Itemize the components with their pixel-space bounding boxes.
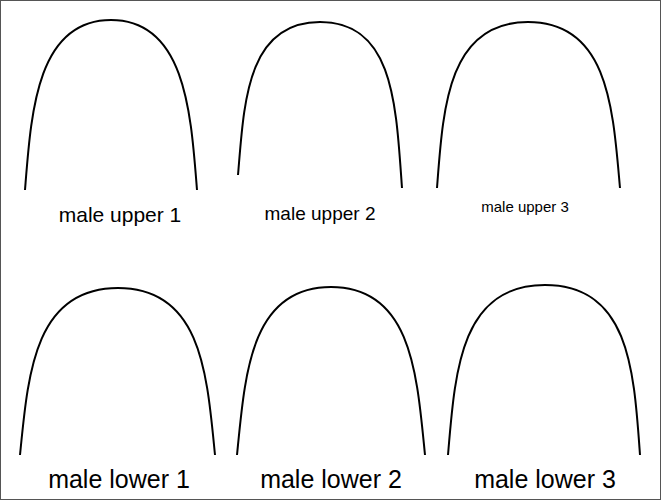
arch-curve — [448, 285, 640, 455]
arch-label: male upper 2 — [265, 204, 376, 225]
arch-curve — [237, 287, 425, 455]
arch-label: male lower 3 — [474, 466, 616, 494]
arch-curve — [437, 22, 620, 188]
arch-label: male upper 3 — [481, 199, 569, 216]
arch-label: male upper 1 — [59, 203, 182, 226]
arch-curve — [238, 22, 402, 188]
arch-label: male lower 2 — [260, 466, 402, 494]
arch-curve — [20, 288, 215, 455]
arch-label: male lower 1 — [48, 466, 190, 494]
arch-curve — [25, 20, 197, 190]
